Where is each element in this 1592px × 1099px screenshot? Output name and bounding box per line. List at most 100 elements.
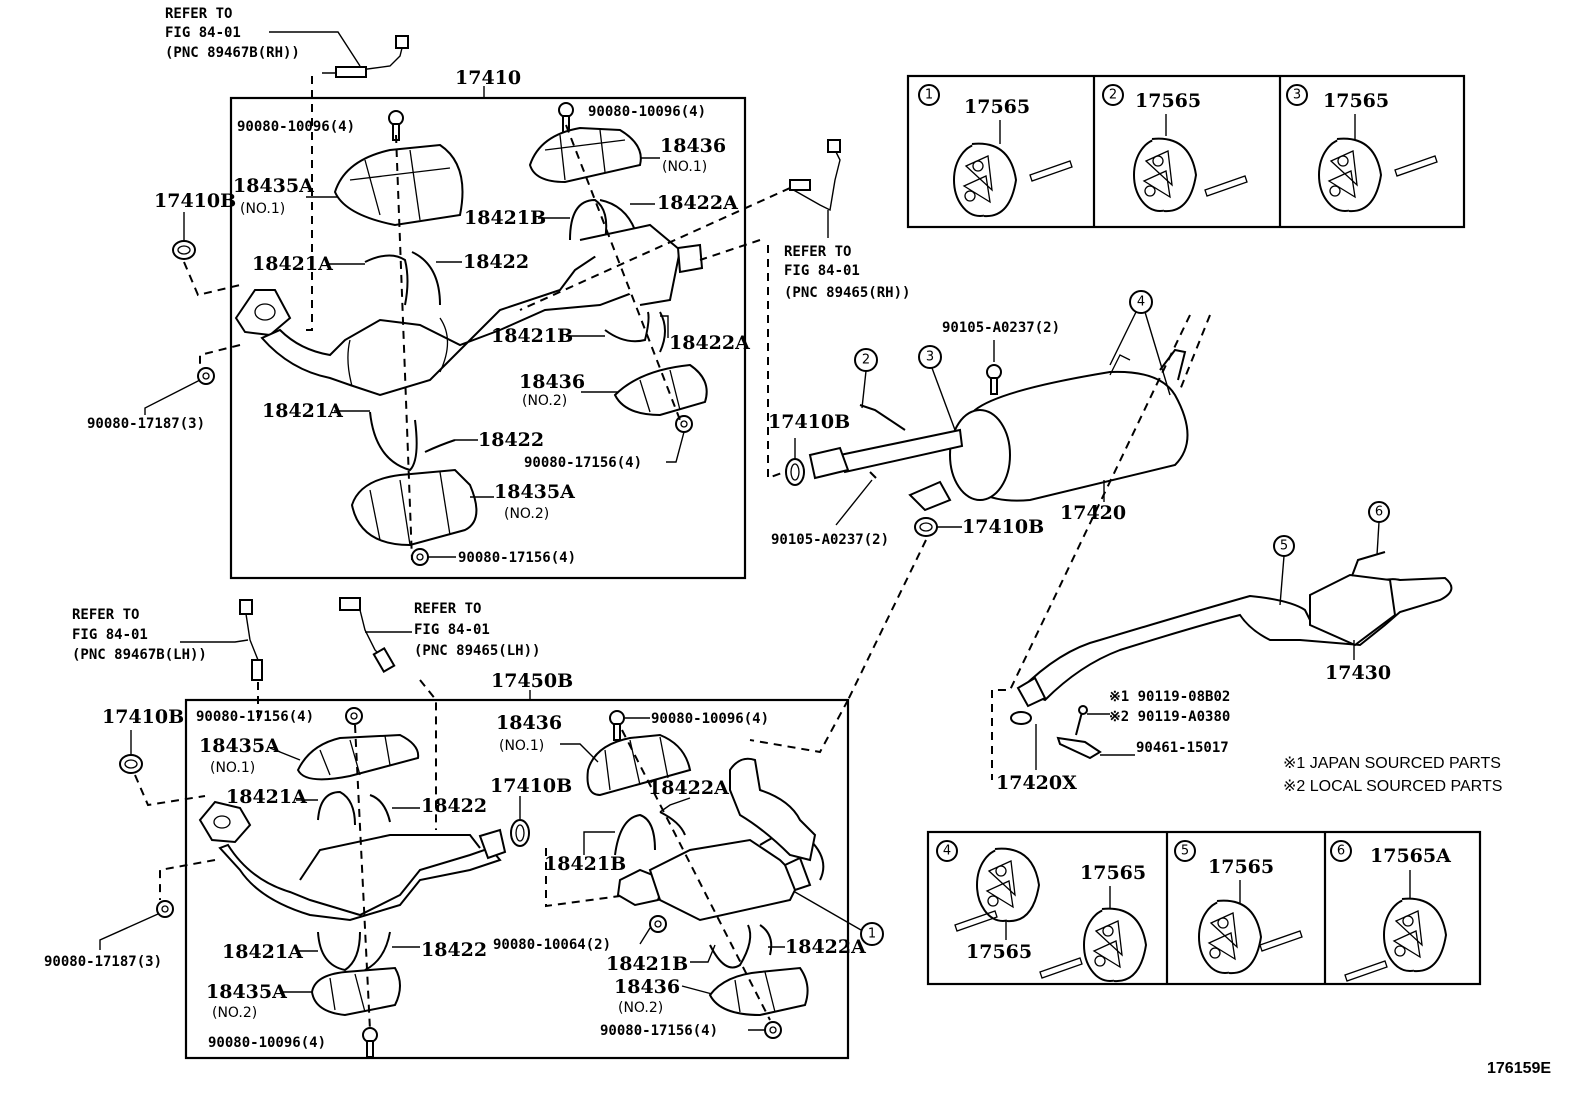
clamp-18422a-top-lower xyxy=(659,811,686,836)
label-nut-top-left-lower: 90080-17156(4) xyxy=(196,709,314,725)
label-gasket-17410b-center: 17410B xyxy=(768,411,850,433)
muffler-inlet-flange xyxy=(808,446,850,480)
panel-2-part: 17565 xyxy=(1135,90,1201,112)
label-clamp-18421a-top: 18421A xyxy=(252,253,333,275)
panel-4-part-b: 17565 xyxy=(1080,862,1146,884)
label-bolt-08b02: ※1 90119-08B02 xyxy=(1109,689,1230,705)
hanger-panel-3: 3 17565 xyxy=(1286,84,1438,213)
bolt-icon xyxy=(986,364,1002,395)
rear-tailpipe-assembly: 5 6 17430 17420X ※1 90119-08B02 ※2 90119… xyxy=(991,314,1502,795)
label-clamp-18421b-low-lower: 18421B xyxy=(606,953,688,975)
label-gasket-17410b-upper: 17410B xyxy=(154,190,236,212)
label-shield-18436-no2-lower: 18436 xyxy=(614,976,680,998)
label-bolt-a0237-bottom: 90105-A0237(2) xyxy=(771,532,889,548)
callout-1 xyxy=(860,922,884,946)
svg-text:1: 1 xyxy=(868,927,876,942)
oxygen-sensor-rh: REFER TO FIG 84-01 (PNC 89465(RH)) xyxy=(519,139,910,311)
label-clamp-18421b-top: 18421B xyxy=(464,207,546,229)
heat-shield-18435a-no1 xyxy=(333,143,464,227)
clamp-18421b-top-lower xyxy=(614,813,656,856)
exhaust-hanger-icon xyxy=(1383,897,1447,973)
label-shield-18436-no2: 18436 xyxy=(519,371,585,393)
heat-shield-18436-no1 xyxy=(528,126,642,184)
muffler-outlet-flange xyxy=(908,480,952,512)
upper-external-parts: 17410B 90080-17187(3) xyxy=(87,190,241,432)
reference-rh-line3: (PNC 89465(RH)) xyxy=(784,285,910,301)
exhaust-hanger-icon xyxy=(976,847,1040,923)
reference-rh-b-line1: REFER TO xyxy=(165,6,232,22)
label-bolt-top-right: 90080-10096(4) xyxy=(588,104,706,120)
label-nut-17187-lower: 90080-17187(3) xyxy=(44,954,162,970)
hanger-rod-icon xyxy=(1204,175,1248,197)
reference-lh-line2: FIG 84-01 xyxy=(414,622,490,638)
panel-5-number: 5 xyxy=(1181,844,1189,859)
bolt-icon xyxy=(649,915,667,933)
heat-shield-18435a-no1-lower xyxy=(296,733,420,781)
svg-text:2: 2 xyxy=(862,353,870,368)
panel-1-number: 1 xyxy=(925,88,933,103)
clamp-18422-top-lower xyxy=(369,794,391,823)
center-muffler-assembly: 2 3 4 90105-A0237(2) 90105-A0237(2) 1741… xyxy=(767,245,1211,701)
bolt-icon xyxy=(362,1027,378,1058)
nut-icon xyxy=(197,367,215,385)
nut-icon xyxy=(764,1021,782,1039)
exhaust-hanger-icon xyxy=(1133,137,1197,213)
heat-shield-18436-no2-lower xyxy=(708,966,809,1017)
label-clamp-18422-top-lower: 18422 xyxy=(421,795,487,817)
lower-external-parts: 17410B 90080-17187(3) xyxy=(44,706,216,970)
label-nut-mid: 90080-17156(4) xyxy=(524,455,642,471)
reference-lh-b-line1: REFER TO xyxy=(72,607,139,623)
label-shield-18435a-no1-lower: 18435A xyxy=(199,735,280,757)
panel-3-number: 3 xyxy=(1293,88,1301,103)
label-clamp-18422-low: 18422 xyxy=(478,429,544,451)
hanger-panels-top: 1 17565 2 17565 3 17565 xyxy=(906,74,1466,229)
oxygen-sensor-lh-b xyxy=(180,599,263,681)
label-shield-18436-no2-sub: (NO.2) xyxy=(522,393,567,409)
label-muffler-17420: 17420 xyxy=(1060,502,1126,524)
hanger-panel-5: 5 17565 xyxy=(1174,840,1303,975)
clamp-18421a-low-lower xyxy=(317,931,361,972)
reference-lh-line1: REFER TO xyxy=(414,601,481,617)
hanger-panel-2: 2 17565 xyxy=(1102,84,1248,213)
gasket-icon xyxy=(510,819,530,847)
label-gasket-17410b-bottom: 17410B xyxy=(962,516,1044,538)
oxygen-sensor-rh-b xyxy=(322,35,409,78)
label-gasket-17410b-lower: 17410B xyxy=(102,706,184,728)
label-shield-18435a-no2-lower: 18435A xyxy=(206,981,287,1003)
lower-assembly-title: 17450B xyxy=(491,670,573,692)
svg-text:4: 4 xyxy=(1137,295,1145,310)
label-clamp-18421b-top-lower: 18421B xyxy=(544,853,626,875)
upper-assembly-frame xyxy=(229,96,747,580)
hanger-panel-1: 1 17565 xyxy=(918,84,1073,218)
label-clamp-18421a-top-lower: 18421A xyxy=(226,786,307,808)
panel-4-number: 4 xyxy=(943,844,951,859)
heat-shield-18436-no2 xyxy=(613,363,708,417)
label-clamp-18421a-low: 18421A xyxy=(262,400,343,422)
oxygen-sensor-lh xyxy=(339,597,412,674)
front-exhaust-pipe-rh xyxy=(234,223,704,397)
clamp-18421b-low-lower xyxy=(709,924,752,969)
bolt-icon xyxy=(609,710,625,741)
label-gasket-17410b-lower-mid: 17410B xyxy=(490,775,572,797)
upper-assembly: 17410 REFER TO FIG 84-01 (PNC 89467B(RH)… xyxy=(165,6,750,580)
callout-3 xyxy=(918,345,942,369)
exhaust-hanger-icon xyxy=(1198,899,1262,975)
label-bolt-bottom-left-lower: 90080-10096(4) xyxy=(208,1035,326,1051)
clamp-18422a-top xyxy=(599,199,636,231)
front-exhaust-pipe-lh xyxy=(198,800,507,922)
pipe-flange-lh xyxy=(198,800,252,844)
muffler-bracket xyxy=(859,404,906,431)
clamp-18422-low xyxy=(424,439,456,453)
svg-text:3: 3 xyxy=(926,350,934,365)
label-clamp-18422-top: 18422 xyxy=(463,251,529,273)
gasket-17420x xyxy=(1010,711,1032,725)
label-nut-17187-upper: 90080-17187(3) xyxy=(87,416,205,432)
panel-3-part: 17565 xyxy=(1323,90,1389,112)
reference-rh-b-line3: (PNC 89467B(RH)) xyxy=(165,45,300,61)
hanger-panel-4: 4 17565 17565 xyxy=(936,840,1147,983)
label-shield-18435a-no2-sub: (NO.2) xyxy=(504,506,549,522)
hanger-rod-icon xyxy=(1039,957,1083,979)
label-bolt-top-right-lower: 90080-10096(4) xyxy=(651,711,769,727)
clamp-18422-low-lower xyxy=(364,931,391,971)
upper-assembly-title: 17410 xyxy=(455,67,521,89)
